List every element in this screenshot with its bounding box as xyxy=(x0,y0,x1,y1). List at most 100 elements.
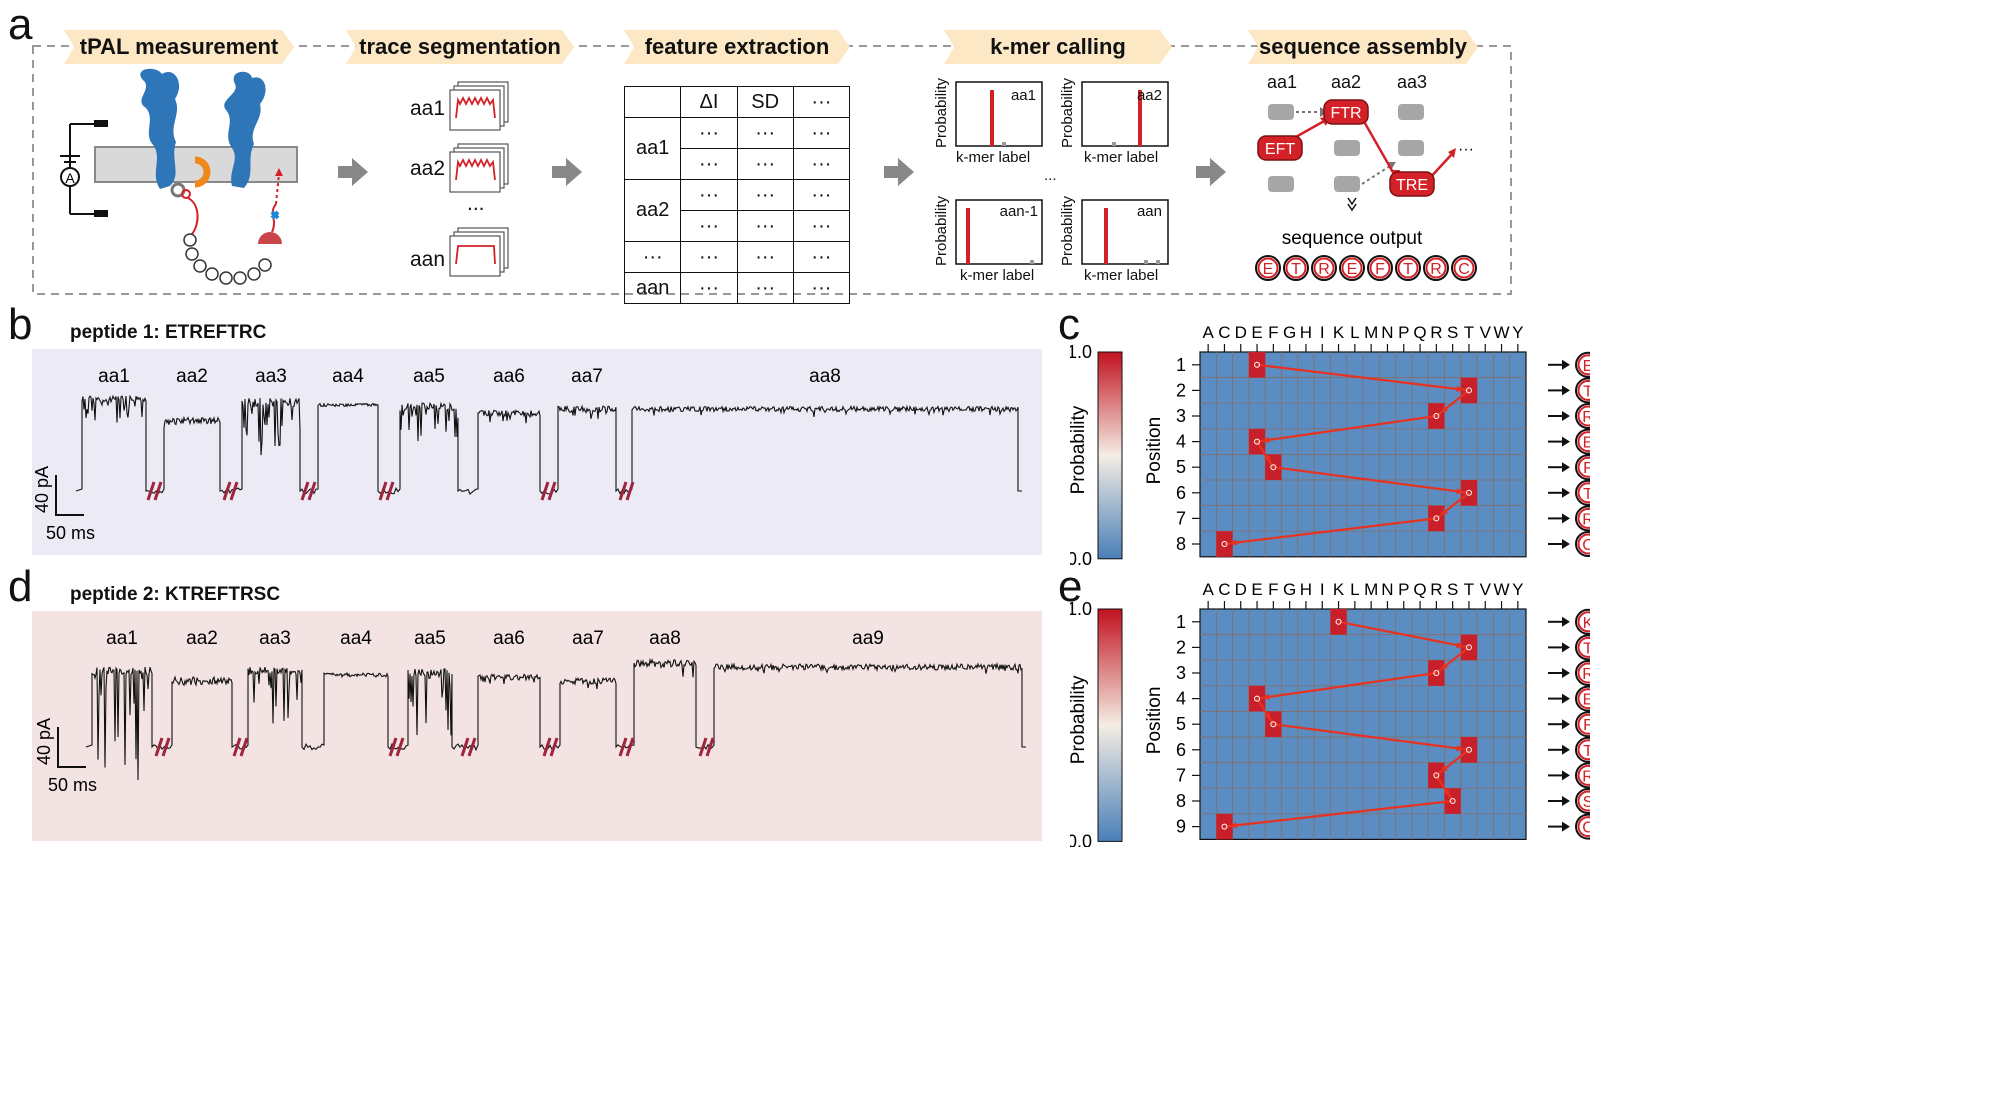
trace-segment-label: aa1 xyxy=(98,366,130,387)
feature-table: ΔI SD ··· aa1········· ········· aa2····… xyxy=(623,86,851,304)
called-residue-letter: R xyxy=(1582,768,1590,785)
scale-bar xyxy=(55,475,84,516)
heatmap-column-label: C xyxy=(1218,323,1230,342)
heatmap-column-label: A xyxy=(1202,323,1214,342)
heatmap-column-label: I xyxy=(1320,323,1325,342)
heatmap-row-label: 4 xyxy=(1176,689,1186,709)
svg-text:Probability: Probability xyxy=(933,77,950,148)
called-residue-letter: C xyxy=(1582,537,1590,554)
svg-text:aan-1: aan-1 xyxy=(1000,203,1038,220)
svg-text:...: ... xyxy=(1044,167,1057,184)
trace-segment-label: aa4 xyxy=(332,366,364,387)
trace-break-mark xyxy=(540,481,557,501)
colorbar-min: 0.0 xyxy=(1070,831,1092,847)
segment-cards xyxy=(449,81,509,277)
heatmap-column-label: S xyxy=(1447,580,1458,599)
seq-output-circle xyxy=(1395,255,1421,281)
kmer-plots: aa1 k-mer label Probability aa2 k-mer la… xyxy=(933,77,1169,284)
heatmap-path xyxy=(1256,671,1437,700)
called-residue-letter: C xyxy=(1582,820,1590,837)
trace-break-mark xyxy=(232,737,249,757)
panel-letter-c: c xyxy=(1058,300,1080,349)
trace-break-mark xyxy=(618,481,635,501)
seq-output-circle xyxy=(1423,255,1449,281)
heatmap-column-label: A xyxy=(1202,580,1214,599)
trace-break-mark xyxy=(154,737,171,757)
heatmap-column-label: K xyxy=(1333,323,1345,342)
scale-current-label: 40 pA xyxy=(32,466,52,513)
heatmap-column-label: G xyxy=(1283,580,1296,599)
heatmap-column-label: N xyxy=(1381,323,1393,342)
heatmap-column-label: S xyxy=(1447,323,1458,342)
trace-segment-label: aa6 xyxy=(493,628,525,649)
heatmap-column-label: G xyxy=(1283,323,1296,342)
seq-output-letter: T xyxy=(1403,261,1413,278)
heatmap-column-label: K xyxy=(1333,580,1345,599)
colorbar-label: Probability xyxy=(1070,675,1089,764)
called-residue-letter: K xyxy=(1583,615,1590,632)
peptide1-title: peptide 1: ETREFTRC xyxy=(70,322,267,343)
trace-segment-label: aa9 xyxy=(852,628,884,649)
svg-text:k-mer label: k-mer label xyxy=(956,149,1030,166)
assembly-graph: aa1 aa2 aa3 EFT FTR TRE ··· sequence out… xyxy=(1257,72,1474,249)
heatmap-row-label: 8 xyxy=(1176,791,1186,811)
scale-time-label: 50 ms xyxy=(46,523,95,543)
peptide2-trace-bg xyxy=(32,611,1042,841)
heatmap-column-label: L xyxy=(1350,323,1359,342)
heatmap-ylabel: Position xyxy=(1144,687,1165,755)
svg-text:sequence output: sequence output xyxy=(1282,228,1423,249)
called-residue-letter: T xyxy=(1583,743,1590,760)
flow-arrows xyxy=(338,158,1226,186)
heatmap-row-label: 7 xyxy=(1176,765,1186,785)
colorbar-max: 1.0 xyxy=(1070,599,1092,619)
colorbar-label: Probability xyxy=(1070,405,1089,494)
heatmap-column-label: H xyxy=(1300,323,1312,342)
heatmap-column-label: F xyxy=(1268,580,1278,599)
heatmap-column-label: Q xyxy=(1413,323,1426,342)
svg-text:FTR: FTR xyxy=(1330,105,1361,122)
heatmap-column-label: V xyxy=(1480,323,1492,342)
heatmap-row-label: 8 xyxy=(1176,534,1186,554)
seq-output-letter: C xyxy=(1458,261,1470,278)
heatmap-column-label: W xyxy=(1494,323,1510,342)
heatmap-row-label: 5 xyxy=(1176,714,1186,734)
trace-segment-label: aa2 xyxy=(186,628,218,649)
panel-letter-a: a xyxy=(8,0,33,49)
called-residue-letter: R xyxy=(1582,666,1590,683)
heatmap-column-label: D xyxy=(1235,323,1247,342)
svg-text:aa2: aa2 xyxy=(1331,72,1361,92)
trace-break-mark xyxy=(222,481,239,501)
called-residue-letter: E xyxy=(1583,358,1590,375)
stage-tag-assembly: sequence assembly xyxy=(1248,30,1478,64)
heatmap-column-label: H xyxy=(1300,580,1312,599)
svg-text:k-mer label: k-mer label xyxy=(1084,267,1158,284)
svg-text:k-mer label: k-mer label xyxy=(960,267,1034,284)
svg-text:aa2: aa2 xyxy=(1137,87,1162,104)
stage-tag-kmer: k-mer calling xyxy=(944,30,1172,64)
heatmap-row-label: 6 xyxy=(1176,483,1186,503)
heatmap-column-label: D xyxy=(1235,580,1247,599)
called-residue-letter: T xyxy=(1583,383,1590,400)
heatmap-row-label: 2 xyxy=(1176,637,1186,657)
trace-break-mark xyxy=(698,737,715,757)
svg-text:aan: aan xyxy=(1137,203,1162,220)
trace-segment-label: aa3 xyxy=(255,366,287,387)
seq-output-circle xyxy=(1283,255,1309,281)
called-residue-letter: S xyxy=(1583,794,1590,811)
trace-segment-label: aa3 xyxy=(259,628,291,649)
scale-bar xyxy=(57,727,86,768)
trace-break-mark xyxy=(300,481,317,501)
colorbar xyxy=(1097,608,1123,842)
seg-label-aa1: aa1 xyxy=(410,97,446,120)
heatmap-column-label: Y xyxy=(1512,580,1523,599)
heatmap-column-label: C xyxy=(1218,580,1230,599)
svg-text:···: ··· xyxy=(1458,141,1474,158)
seg-label-aa2: aa2 xyxy=(410,157,446,180)
heatmap-row-label: 3 xyxy=(1176,406,1186,426)
seq-output-circle xyxy=(1255,255,1281,281)
seq-output-letter: R xyxy=(1318,261,1330,278)
heatmap-column-label: R xyxy=(1430,323,1442,342)
svg-text:Probability: Probability xyxy=(933,195,950,266)
